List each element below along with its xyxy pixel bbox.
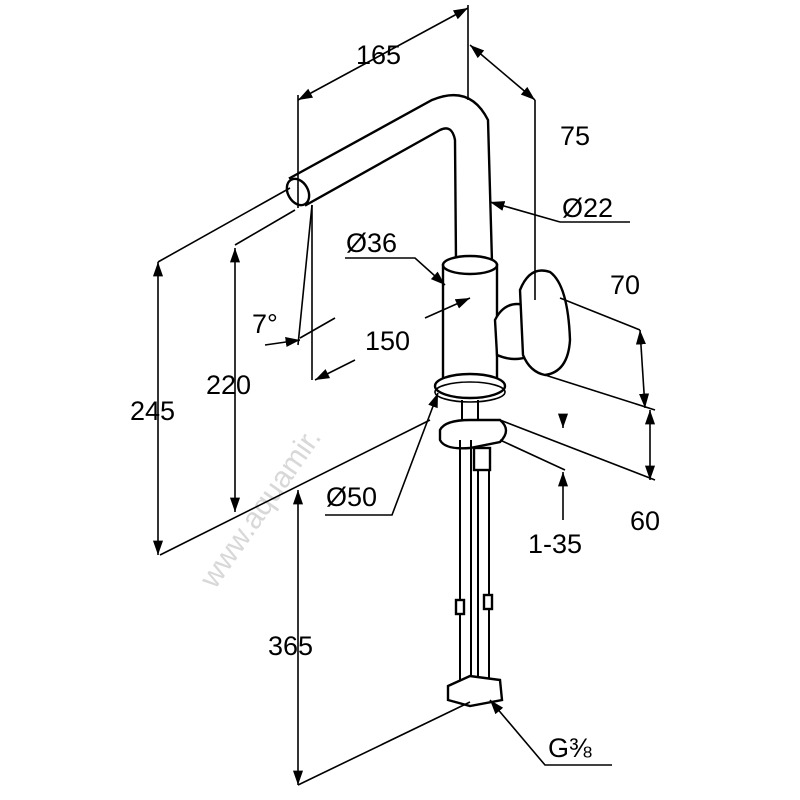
- nut: [472, 446, 492, 472]
- dim-spout-height: 220: [206, 370, 251, 400]
- dim-handle-height: 70: [610, 270, 640, 300]
- mounting-clamp: [438, 418, 508, 450]
- dim-countertop-thickness: 1-35: [528, 529, 582, 559]
- faucet: [285, 93, 572, 708]
- base-ring-lower: [434, 381, 506, 403]
- dim-base-depth: 60: [630, 506, 660, 536]
- supply-hoses: [454, 440, 494, 680]
- base-ring: [433, 372, 507, 400]
- body-top: [441, 254, 499, 276]
- body: [441, 263, 499, 387]
- handle-lever: [518, 269, 572, 377]
- dim-spout-diameter: Ø22: [562, 193, 613, 223]
- dim-body-diameter: Ø36: [346, 228, 397, 258]
- dim-spout-angle: 7°: [252, 309, 278, 339]
- hose-connectors: [446, 674, 504, 708]
- dim-spout-offset: 75: [560, 121, 590, 151]
- dimension-lines: [152, 5, 656, 786]
- dim-base-diameter: Ø50: [326, 482, 377, 512]
- dim-hose-length: 365: [268, 631, 313, 661]
- dim-connection-thread: G⅜: [548, 733, 592, 763]
- dim-total-height: 245: [130, 396, 175, 426]
- dim-spout-reach: 165: [356, 40, 401, 70]
- watermark: www.aquamir.: [193, 422, 328, 595]
- dim-spout-clearance: 150: [365, 326, 410, 356]
